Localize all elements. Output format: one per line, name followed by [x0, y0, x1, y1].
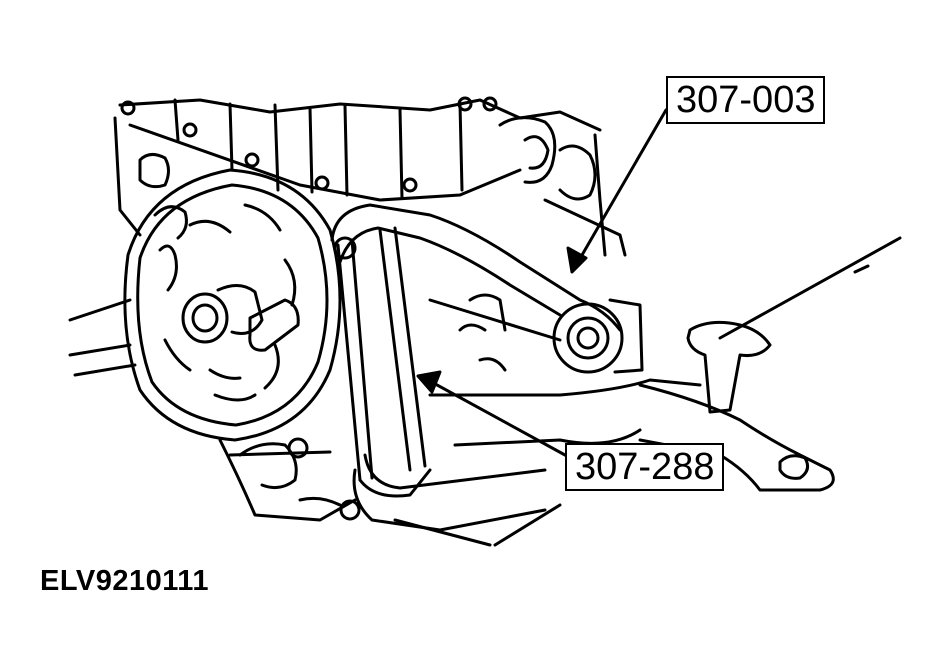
- engine-block: [68, 96, 627, 377]
- lower-housing: [218, 437, 361, 522]
- leader-lines: [416, 108, 902, 457]
- tool-label-307-288: 307-288: [565, 443, 725, 491]
- figure-id: ELV9210111: [40, 565, 209, 597]
- manifold-assembly: [428, 293, 835, 492]
- belt-tensioner-tool: [336, 226, 562, 547]
- crankshaft-pulley: [123, 168, 342, 442]
- tool-label-307-003: 307-003: [666, 76, 826, 124]
